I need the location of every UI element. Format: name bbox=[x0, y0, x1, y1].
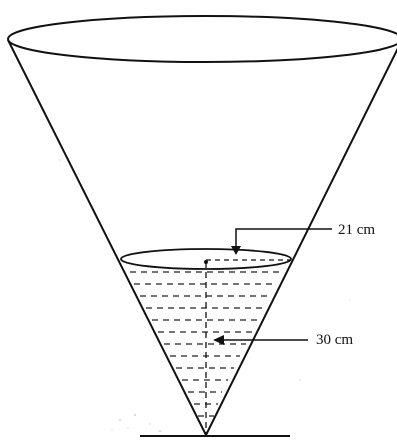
radius-arrowhead bbox=[231, 246, 241, 255]
scan-speckle bbox=[59, 159, 351, 432]
height-label: 30 cm bbox=[316, 332, 353, 348]
water-surface-ellipse bbox=[120, 248, 292, 270]
surface-center-dot bbox=[204, 260, 208, 264]
water-region bbox=[120, 248, 292, 434]
radius-label: 21 cm bbox=[338, 222, 375, 238]
cone-right-side bbox=[205, 47, 397, 436]
cone-rim-ellipse bbox=[7, 15, 397, 63]
height-arrowhead bbox=[213, 335, 224, 345]
radius-pointer bbox=[235, 228, 332, 250]
radius-leader-line bbox=[235, 228, 332, 250]
water-hatching bbox=[130, 271, 282, 417]
cone-left-side bbox=[7, 39, 207, 436]
outer-cone bbox=[7, 15, 397, 436]
